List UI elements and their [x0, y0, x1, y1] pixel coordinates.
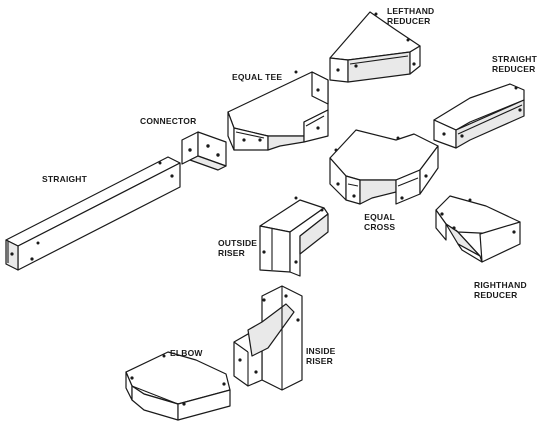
inside-riser-label: INSIDE RISER	[306, 346, 336, 366]
outside-riser-fitting	[259, 196, 329, 277]
inside-riser-fitting	[233, 285, 303, 391]
straight-fitting	[5, 156, 181, 271]
lefthand-reducer-label: LEFTHAND REDUCER	[387, 6, 435, 26]
elbow-fitting	[125, 351, 231, 421]
equal-cross-label: EQUAL CROSS	[364, 212, 396, 232]
righthand-reducer-label: RIGHTHAND REDUCER	[474, 280, 527, 300]
righthand-reducer-fitting	[435, 195, 521, 263]
elbow-label: ELBOW	[170, 348, 203, 358]
straight-reducer-label: STRAIGHT REDUCER	[492, 54, 538, 74]
lefthand-reducer-fitting	[329, 11, 421, 83]
connector-fitting	[181, 131, 227, 171]
straight-reducer-fitting	[433, 83, 525, 149]
equal-tee-label: EQUAL TEE	[232, 72, 283, 82]
equal-tee-fitting	[227, 70, 329, 151]
straight-label: STRAIGHT	[42, 174, 88, 184]
connector-label: CONNECTOR	[140, 116, 197, 126]
equal-cross-fitting	[329, 129, 439, 205]
outside-riser-label: OUTSIDE RISER	[218, 238, 258, 258]
